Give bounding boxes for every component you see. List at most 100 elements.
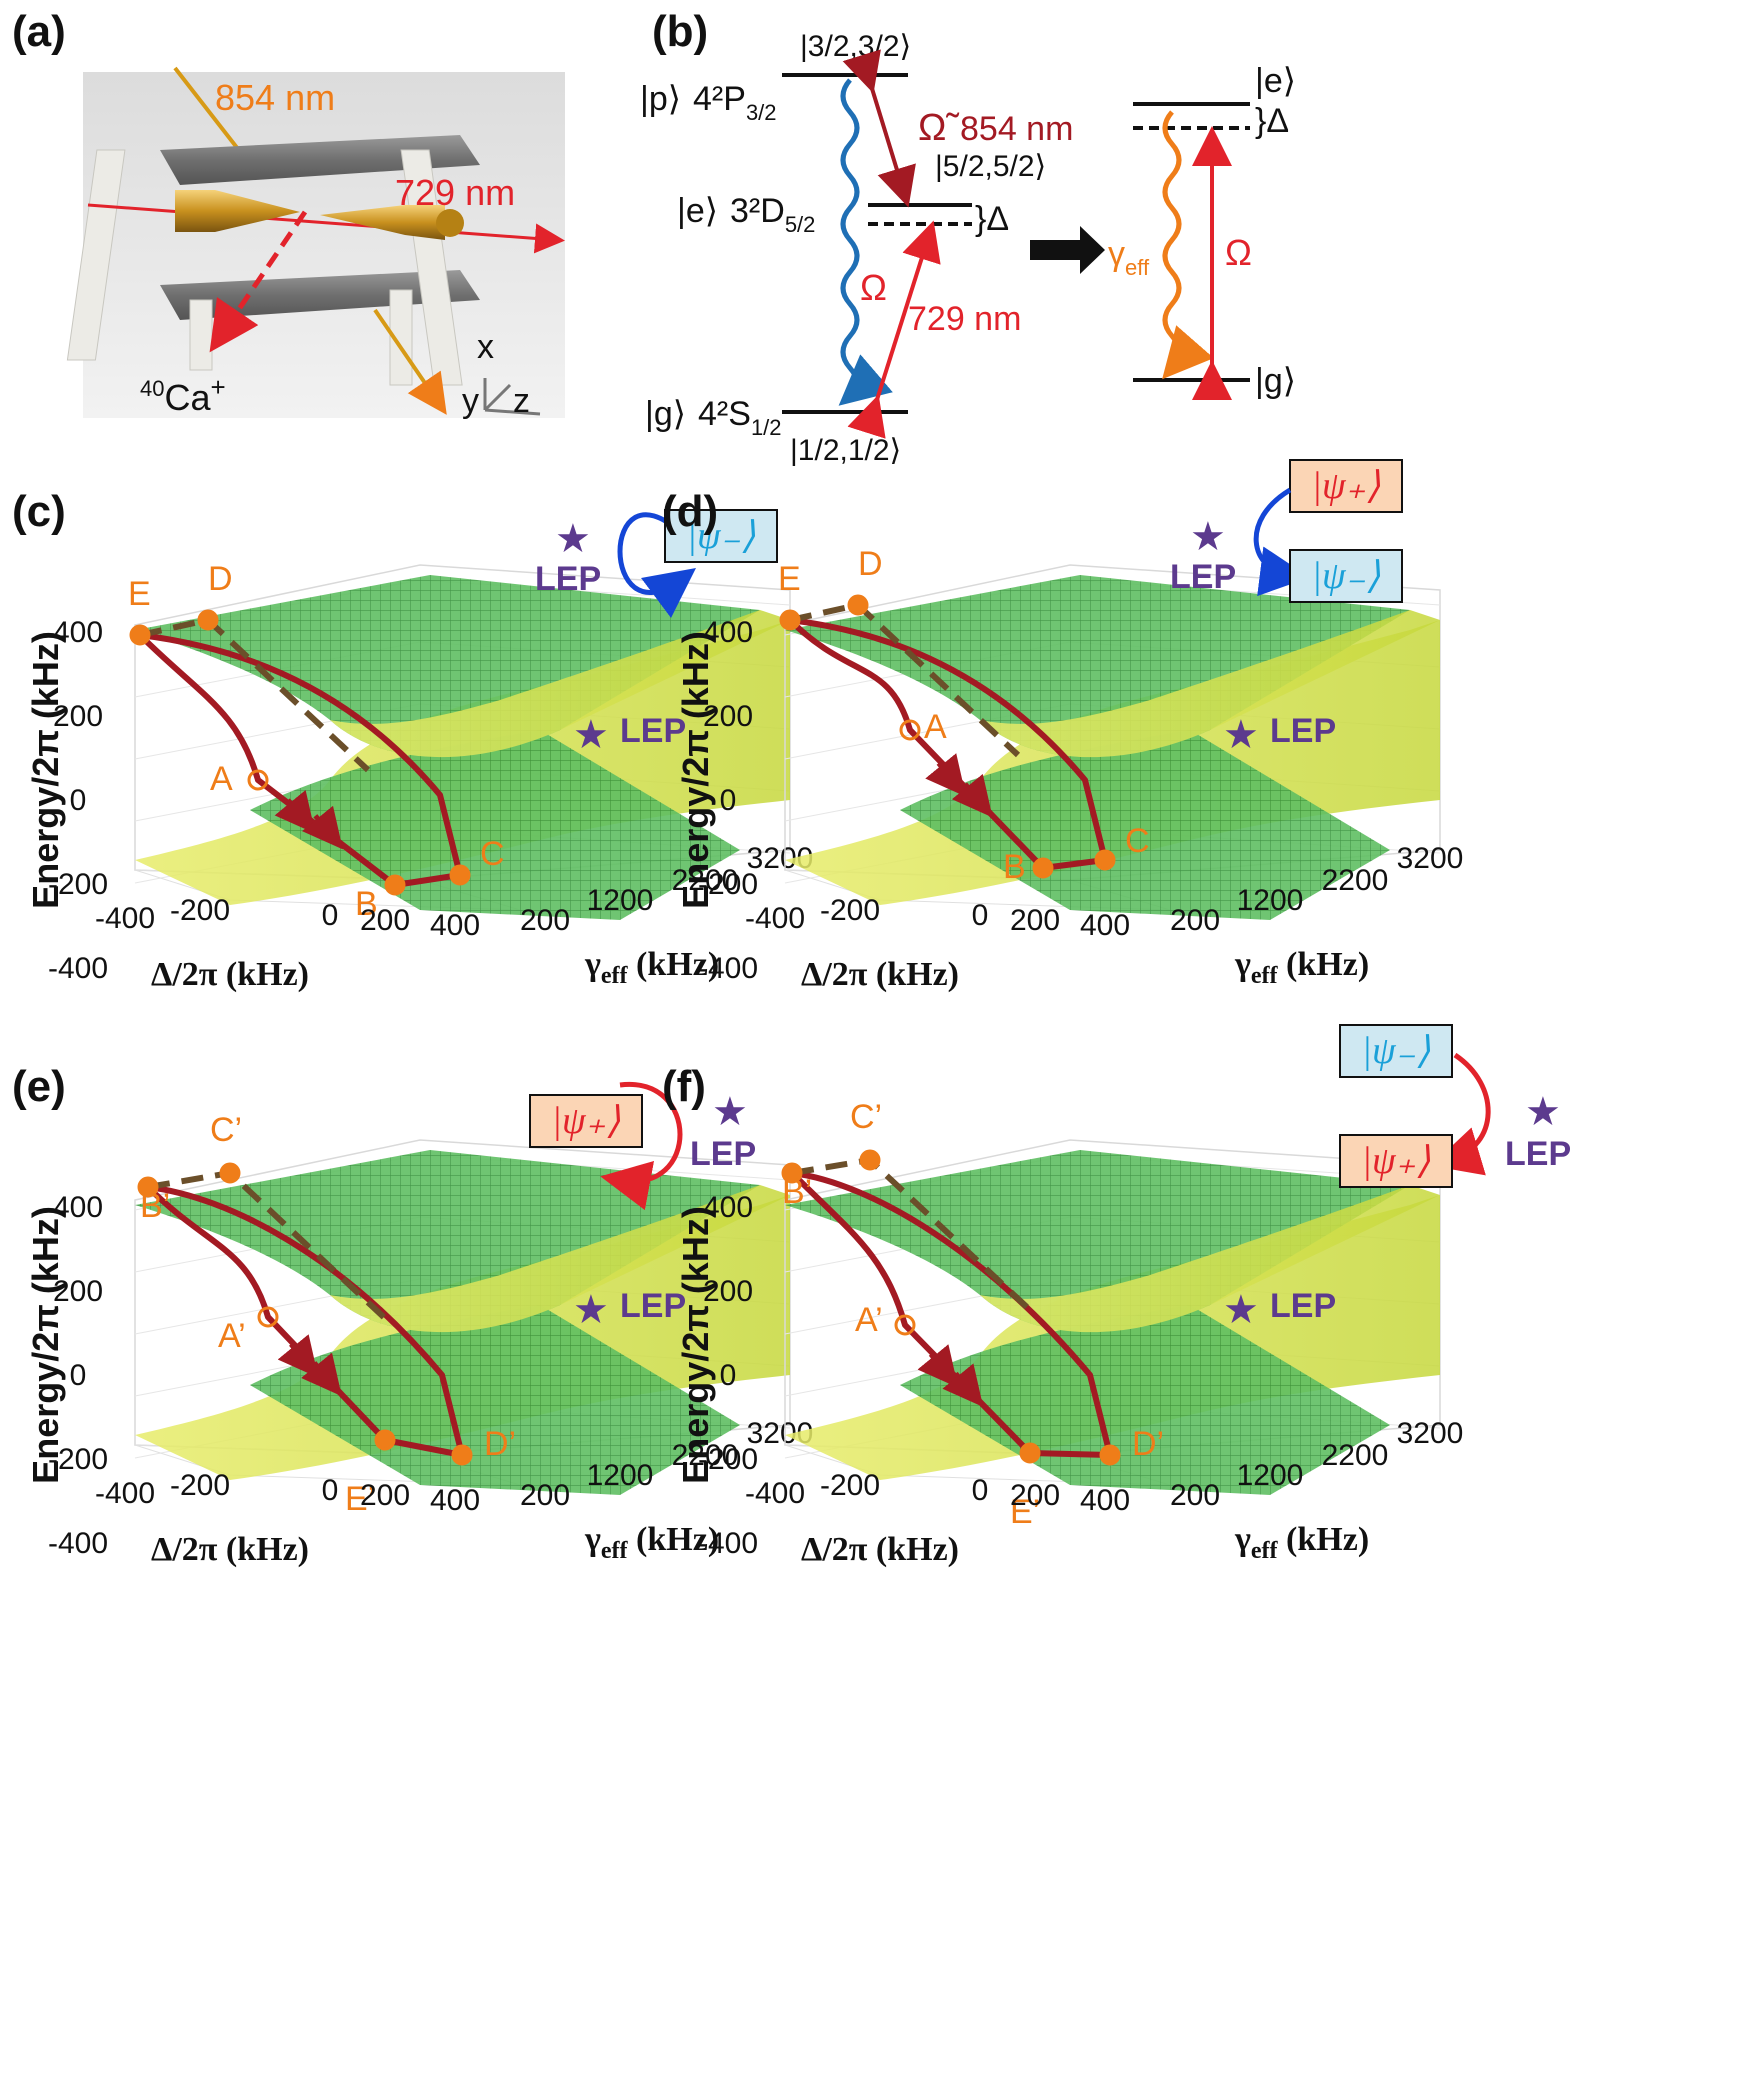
upper-yellow-sheet xyxy=(980,610,1440,758)
eff-delta-label: }Δ xyxy=(1255,102,1289,140)
delta-tick-label: -400 xyxy=(95,1477,155,1510)
trap-leg-1 xyxy=(189,299,213,371)
point-label: E’ xyxy=(345,1480,375,1518)
y-axis-label: Energy/2π (kHz) xyxy=(25,1206,66,1484)
ket-label: |ψ₋⟩ xyxy=(687,515,756,557)
y-tick-label: 0 xyxy=(70,784,87,817)
delta-tick-label: -200 xyxy=(170,894,230,927)
legend-lep-label: LEP xyxy=(690,1135,756,1173)
point-label: D’ xyxy=(1132,1425,1164,1463)
direction-arrow xyxy=(301,1352,342,1397)
gamma-tick-label: 2200 xyxy=(1322,864,1389,897)
y-tick-label: 400 xyxy=(703,1191,753,1224)
y-tick-label: -400 xyxy=(698,1527,758,1560)
upper-yellow-sheet xyxy=(980,1185,1440,1333)
panel-a: (a) 854 nm 729 nm 40Ca+ x y z xyxy=(12,7,565,420)
direction-arrow xyxy=(942,1363,984,1408)
transfer-arrow xyxy=(1253,487,1310,597)
dashed-beam-ion xyxy=(209,210,308,353)
coupling-854-arrow xyxy=(842,49,916,208)
point-label: C’ xyxy=(210,1111,242,1149)
laser-854-out xyxy=(373,308,447,415)
point-marker xyxy=(894,1314,916,1336)
panel-label: (f) xyxy=(662,1062,706,1111)
point-label: D’ xyxy=(484,1425,516,1463)
y-tick-label: -400 xyxy=(48,1527,108,1560)
point-marker xyxy=(1032,857,1054,879)
delta-tick-label: 0 xyxy=(322,1474,339,1507)
eff-e-label: |e⟩ xyxy=(1255,62,1296,100)
delta-tick-label: -400 xyxy=(95,902,155,935)
point-marker xyxy=(847,594,869,616)
point-label: B xyxy=(355,885,378,923)
legend-star: ★ xyxy=(1190,515,1226,559)
point-marker xyxy=(779,609,801,631)
gamma-axis-label: γeff (kHz) xyxy=(584,1521,719,1564)
point-marker xyxy=(257,1306,279,1328)
lower-green-sheet xyxy=(900,730,1390,920)
point-label: C’ xyxy=(850,1098,882,1136)
panel-a-label: (a) xyxy=(12,7,66,56)
delta-tick-label: -200 xyxy=(170,1469,230,1502)
point-marker xyxy=(247,769,269,791)
lep-star-marker: ★ xyxy=(1223,1288,1259,1332)
lep-label: LEP xyxy=(620,1287,686,1325)
ion-label: 40Ca+ xyxy=(140,372,226,418)
point-marker xyxy=(899,719,921,741)
panel-label: (d) xyxy=(662,487,718,536)
delta-tick-label: -400 xyxy=(745,1477,805,1510)
point-marker xyxy=(219,1162,241,1184)
legend-star: ★ xyxy=(712,1090,748,1134)
direction-arrow xyxy=(951,773,993,818)
point-label: C xyxy=(1125,822,1150,860)
ket-box-minus xyxy=(1339,1024,1453,1078)
label-729: 729 nm xyxy=(395,172,515,213)
axis-z-label: z xyxy=(513,382,530,420)
y-tick-label: -200 xyxy=(698,1443,758,1476)
point-label: A xyxy=(210,760,233,798)
point-label: E xyxy=(128,575,151,613)
trap-post-left xyxy=(66,149,126,361)
point-marker xyxy=(1094,849,1116,871)
y-tick-label: 0 xyxy=(70,1359,87,1392)
delta-axis-label: Δ/2π (kHz) xyxy=(151,956,309,993)
point-label: B’ xyxy=(782,1173,812,1211)
state-legend: ★LEP |ψ₋⟩ xyxy=(535,509,778,618)
lower-green-sheet xyxy=(250,730,740,920)
panel-b-label: (b) xyxy=(652,7,708,56)
eff-g-label: |g⟩ xyxy=(1255,362,1296,400)
ket-box xyxy=(664,509,778,563)
omega-label: Ω xyxy=(860,267,887,308)
delta-tick-label: 400 xyxy=(1080,909,1130,942)
trajectory-solid xyxy=(145,1184,465,1458)
point-marker xyxy=(1019,1442,1041,1464)
ket-label-minus: |ψ₋⟩ xyxy=(1362,1030,1431,1072)
delta-tick-label: 200 xyxy=(1010,904,1060,937)
point-label: B’ xyxy=(140,1187,170,1225)
trap-top-plate xyxy=(160,135,480,185)
axis-y-label: y xyxy=(462,382,479,420)
legend-star: ★ xyxy=(1525,1090,1561,1134)
upper-green-sheet xyxy=(135,575,760,758)
y-tick-label: 200 xyxy=(703,700,753,733)
state-legend: |ψ₊⟩★LEP xyxy=(529,1082,756,1211)
delta-axis-label: Δ/2π (kHz) xyxy=(801,1531,959,1568)
y-tick-label: 400 xyxy=(53,1191,103,1224)
legend-star: ★ xyxy=(555,517,591,561)
delta-tick-label: -200 xyxy=(820,894,880,927)
ket-box-minus xyxy=(1289,549,1403,603)
delta-tick-label: 400 xyxy=(430,909,480,942)
point-marker xyxy=(449,864,471,886)
point-marker xyxy=(197,609,219,631)
panel-e: (e)B’C’A’E’D’★LEP4002000-200-400Energy/2… xyxy=(12,1062,813,1568)
legend-lep-label: LEP xyxy=(535,560,601,598)
label-854: 854 nm xyxy=(215,77,335,118)
ket-label-plus: |ψ₊⟩ xyxy=(1312,465,1381,507)
gamma-axis-label: γeff (kHz) xyxy=(1234,1521,1369,1564)
y-tick-label: -200 xyxy=(48,868,108,901)
point-marker xyxy=(859,1149,881,1171)
lep-label: LEP xyxy=(1270,712,1336,750)
y-tick-label: -400 xyxy=(48,952,108,985)
